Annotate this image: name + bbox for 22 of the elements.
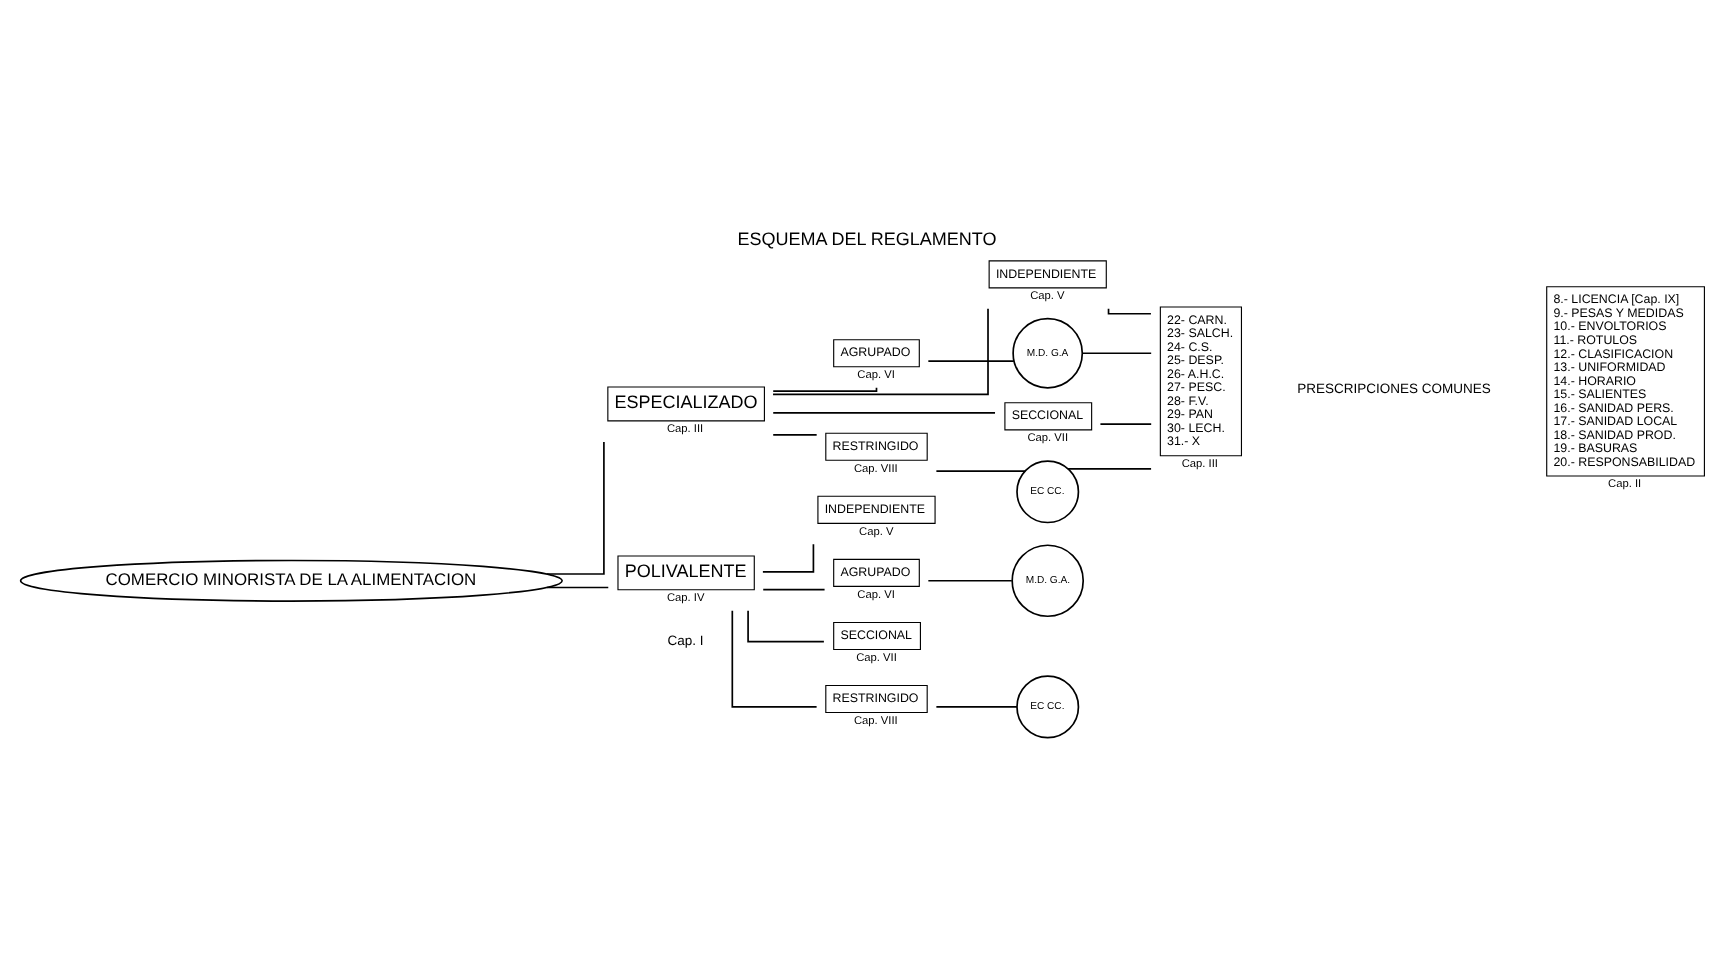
node-box: ESPECIALIZADO <box>607 385 765 421</box>
connector <box>772 307 989 395</box>
connector <box>546 440 605 574</box>
connector <box>927 578 1013 581</box>
node-box: POLIVALENTE <box>617 554 755 590</box>
connector <box>1081 351 1152 354</box>
connector <box>731 608 818 707</box>
connector <box>1067 467 1152 469</box>
connector <box>927 359 1015 361</box>
connector <box>546 585 610 588</box>
connector <box>762 542 815 572</box>
connector <box>772 386 878 391</box>
connector <box>772 411 996 413</box>
connector <box>772 433 818 435</box>
connector <box>1107 307 1152 314</box>
connector <box>935 469 1026 471</box>
node-ellipse: COMERCIO MINORISTA DE LA ALIMENTACION <box>19 558 563 601</box>
connector <box>1099 422 1153 425</box>
connector <box>935 705 1018 707</box>
connector <box>747 609 825 642</box>
connector <box>762 587 826 590</box>
diagram-title: ESQUEMA DEL REGLAMENTO <box>737 228 997 249</box>
